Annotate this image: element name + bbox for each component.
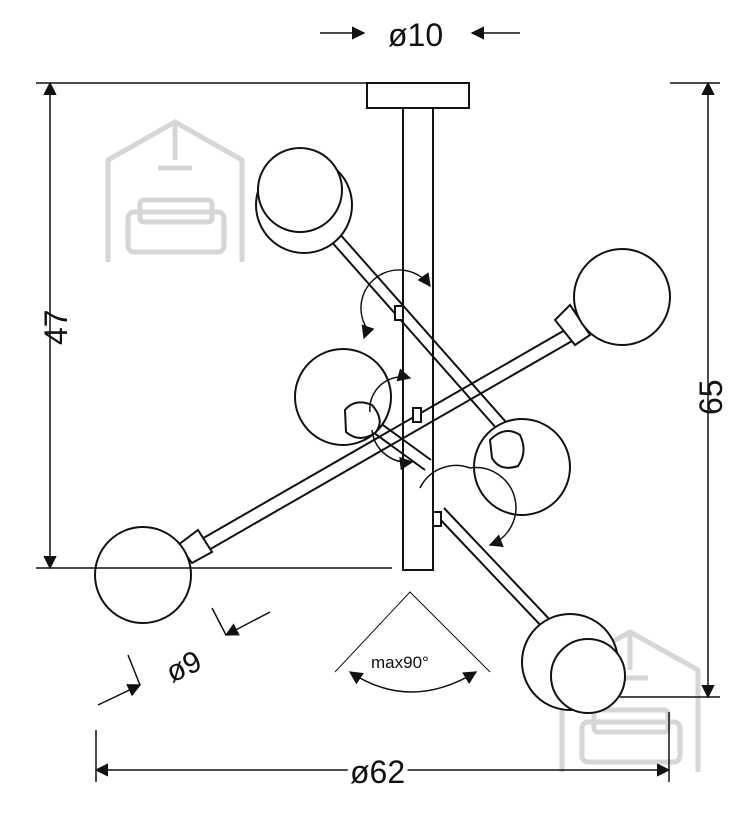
lamp-arms (199, 231, 573, 631)
ceiling-canopy (366, 82, 470, 109)
arm-joints (394, 305, 442, 527)
total-diameter-label: ø62 (350, 754, 405, 790)
shade-diameter-label: ø9 (161, 645, 207, 690)
shade-diameter-dimension (97, 607, 271, 706)
house-sofa-watermark-icon (105, 119, 245, 262)
total-diameter-dimension (94, 712, 671, 782)
house-sofa-watermark-icon (559, 629, 701, 772)
rotation-indicator (334, 591, 491, 693)
fixture-height-label: 47 (38, 309, 74, 345)
total-height-dimension (620, 81, 720, 699)
canopy-diameter-label: ø10 (388, 17, 443, 53)
total-height-label: 65 (693, 379, 729, 415)
rotation-label: max90° (371, 653, 429, 672)
fixture-height-dimension (36, 81, 392, 570)
rotation-arcs (360, 269, 517, 548)
globe-shades (94, 147, 671, 714)
